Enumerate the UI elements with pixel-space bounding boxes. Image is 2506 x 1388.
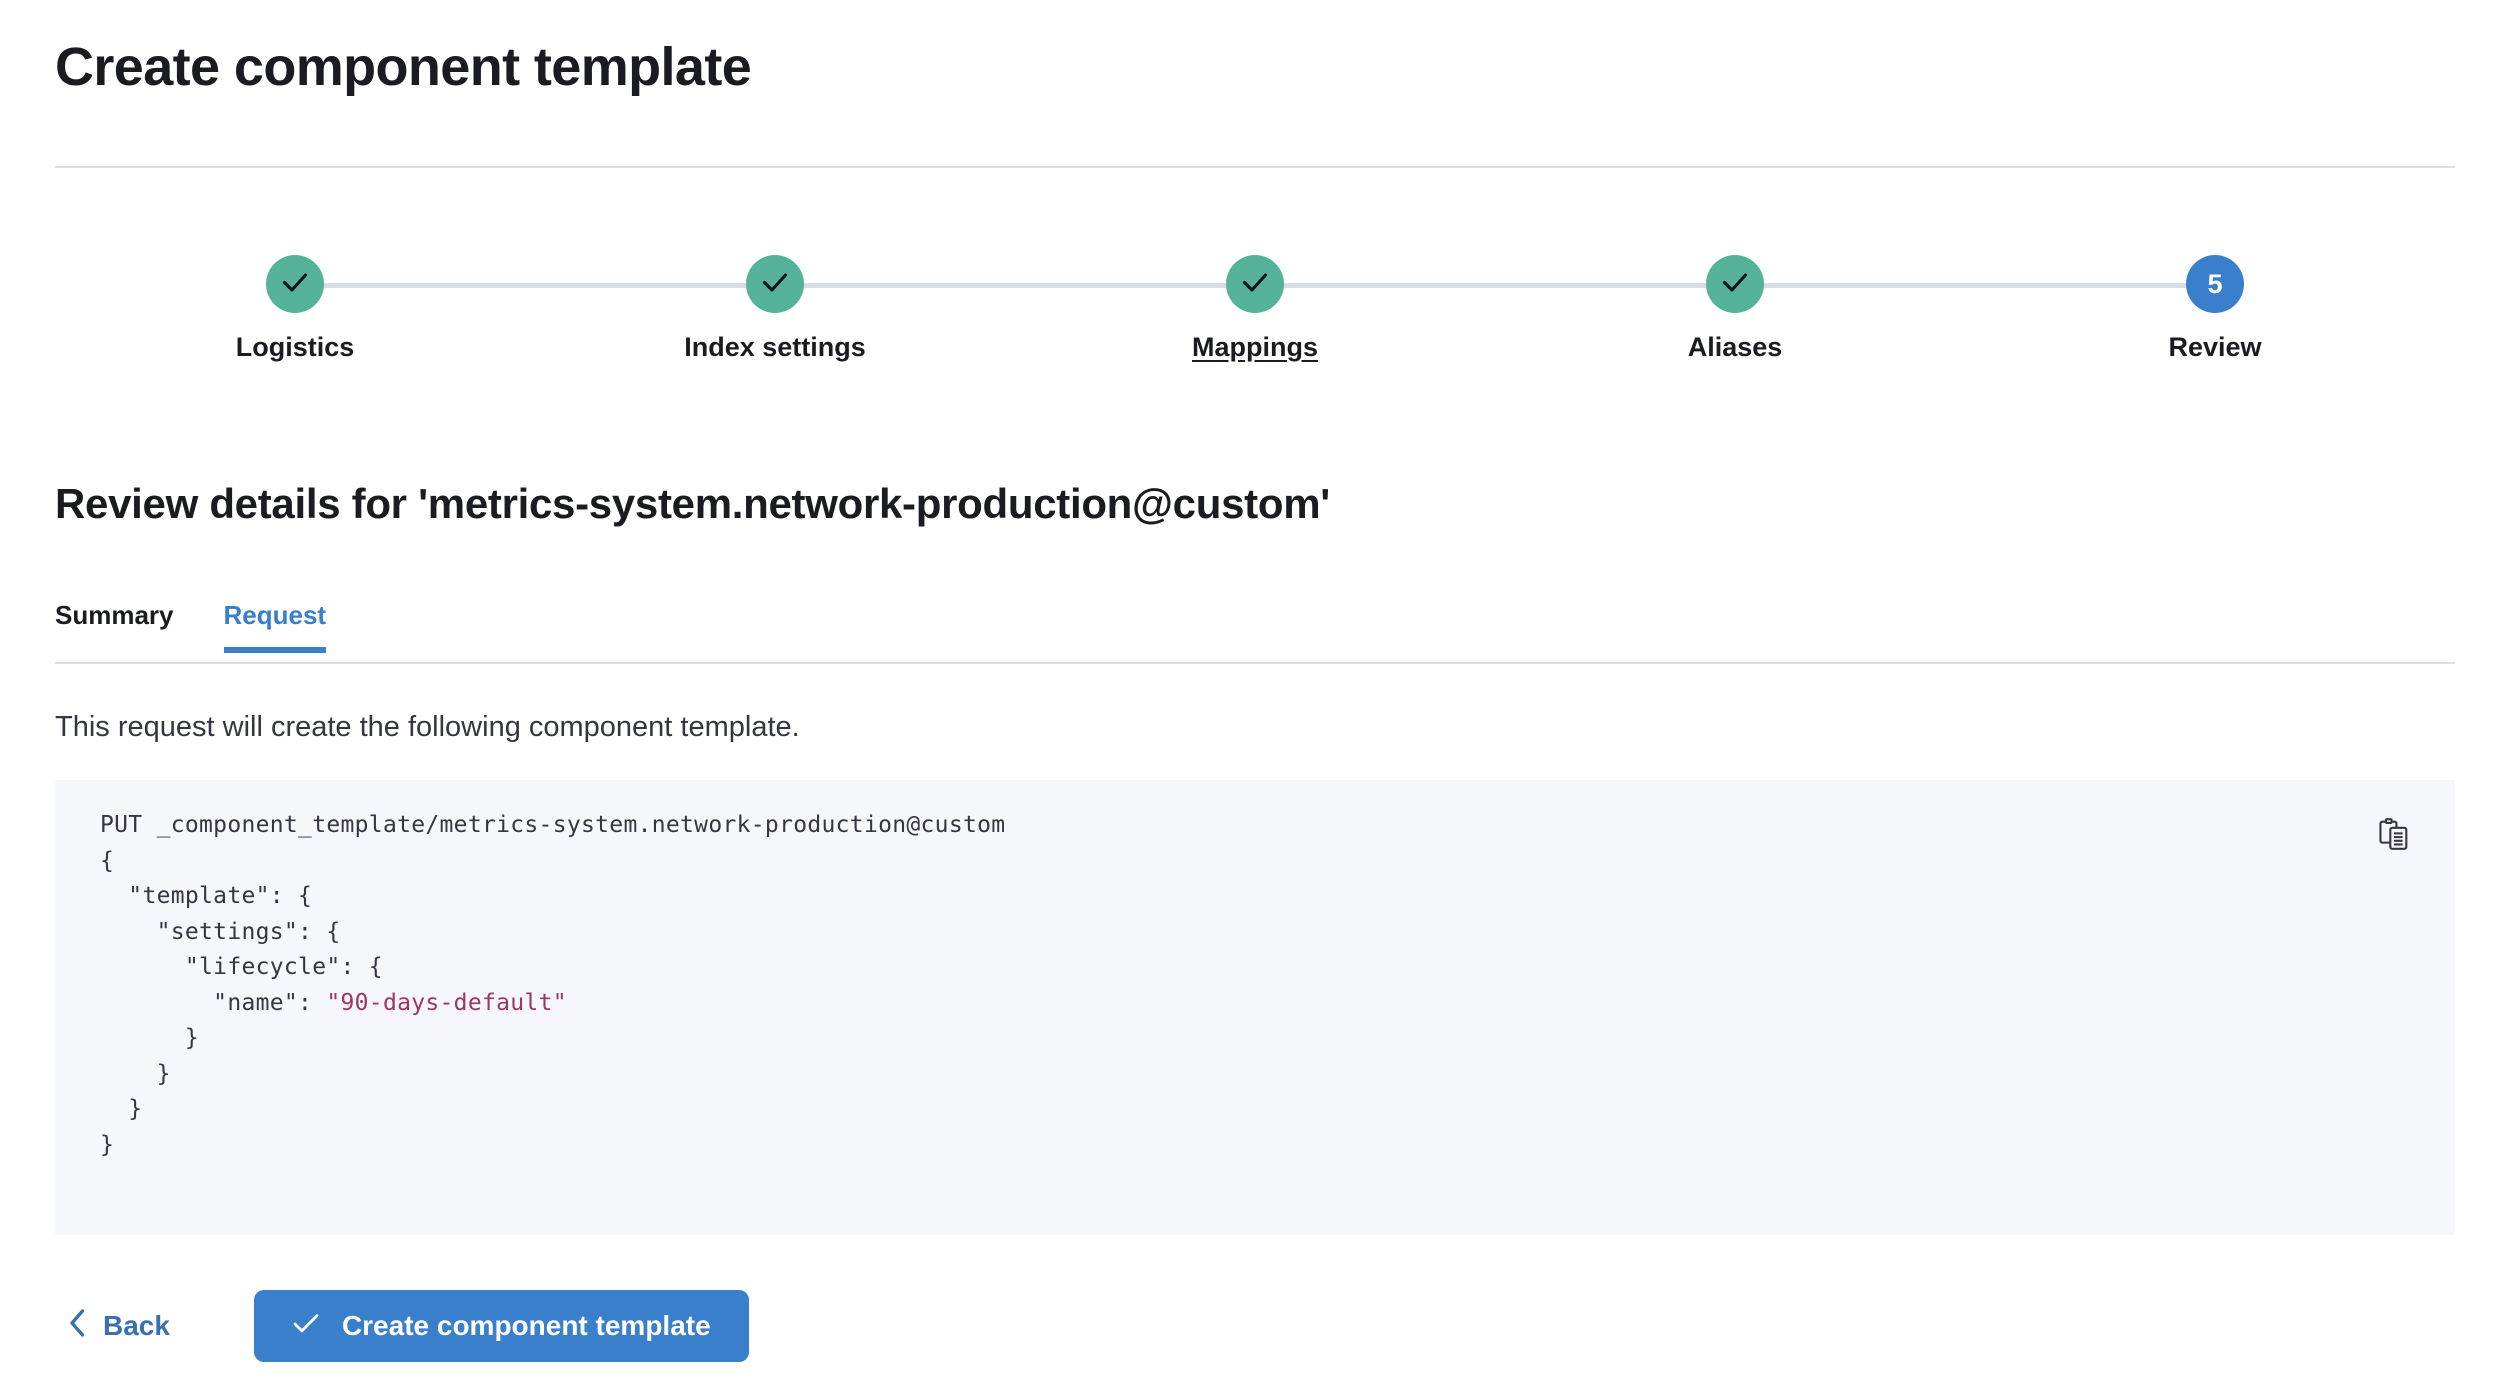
- step-connector: [775, 283, 1255, 288]
- stepper-step-index-settings[interactable]: Index settings: [675, 255, 875, 363]
- step-label: Mappings: [1192, 332, 1318, 362]
- step-connector: [1255, 283, 1735, 288]
- request-code: PUT _component_template/metrics-system.n…: [100, 808, 1005, 1163]
- step-number: 5: [2207, 268, 2223, 299]
- step-label: Review: [2168, 332, 2262, 362]
- code-suffix: } } } }: [100, 1025, 200, 1158]
- footer-actions: Back Create component template: [55, 1290, 749, 1362]
- copy-request-button[interactable]: [2371, 812, 2417, 858]
- title-divider: [55, 166, 2455, 168]
- step-circle: [266, 255, 324, 313]
- stepper-step-aliases[interactable]: Aliases: [1635, 255, 1835, 363]
- check-icon: [292, 1310, 320, 1342]
- back-button-label: Back: [103, 1310, 170, 1341]
- chevron-left-icon: [69, 1308, 87, 1345]
- stepper-step-logistics[interactable]: Logistics: [195, 255, 395, 363]
- step-label: Aliases: [1687, 332, 1783, 362]
- tab-request[interactable]: Request: [223, 600, 326, 653]
- page-title: Create component template: [55, 37, 752, 97]
- step-label: Logistics: [235, 332, 355, 362]
- review-tabs: Summary Request: [55, 600, 2455, 666]
- review-heading: Review details for 'metrics-system.netwo…: [55, 480, 1330, 527]
- step-circle: 5: [2186, 255, 2244, 313]
- create-component-template-label: Create component template: [341, 1310, 711, 1341]
- code-prefix: PUT _component_template/metrics-system.n…: [100, 812, 1006, 1016]
- request-code-panel: PUT _component_template/metrics-system.n…: [55, 780, 2455, 1235]
- check-icon: [1240, 272, 1270, 296]
- step-connector: [1735, 283, 2215, 288]
- step-label: Index settings: [684, 332, 866, 362]
- create-component-template-button[interactable]: Create component template: [253, 1290, 749, 1362]
- request-description: This request will create the following c…: [55, 711, 800, 743]
- tab-summary[interactable]: Summary: [55, 600, 174, 630]
- code-string-value: "90-days-default": [326, 989, 567, 1016]
- step-circle: [1706, 255, 1764, 313]
- clipboard-copy-icon: [2379, 817, 2409, 853]
- step-circle: [1226, 255, 1284, 313]
- check-icon: [760, 272, 790, 296]
- check-icon: [280, 272, 310, 296]
- stepper-step-mappings[interactable]: Mappings: [1155, 255, 1355, 363]
- check-icon: [1720, 272, 1750, 296]
- tabs-divider: [55, 662, 2455, 664]
- step-circle: [746, 255, 804, 313]
- tab-strip: Summary Request: [55, 600, 326, 664]
- back-button[interactable]: Back: [55, 1298, 184, 1355]
- step-connector: [295, 283, 775, 288]
